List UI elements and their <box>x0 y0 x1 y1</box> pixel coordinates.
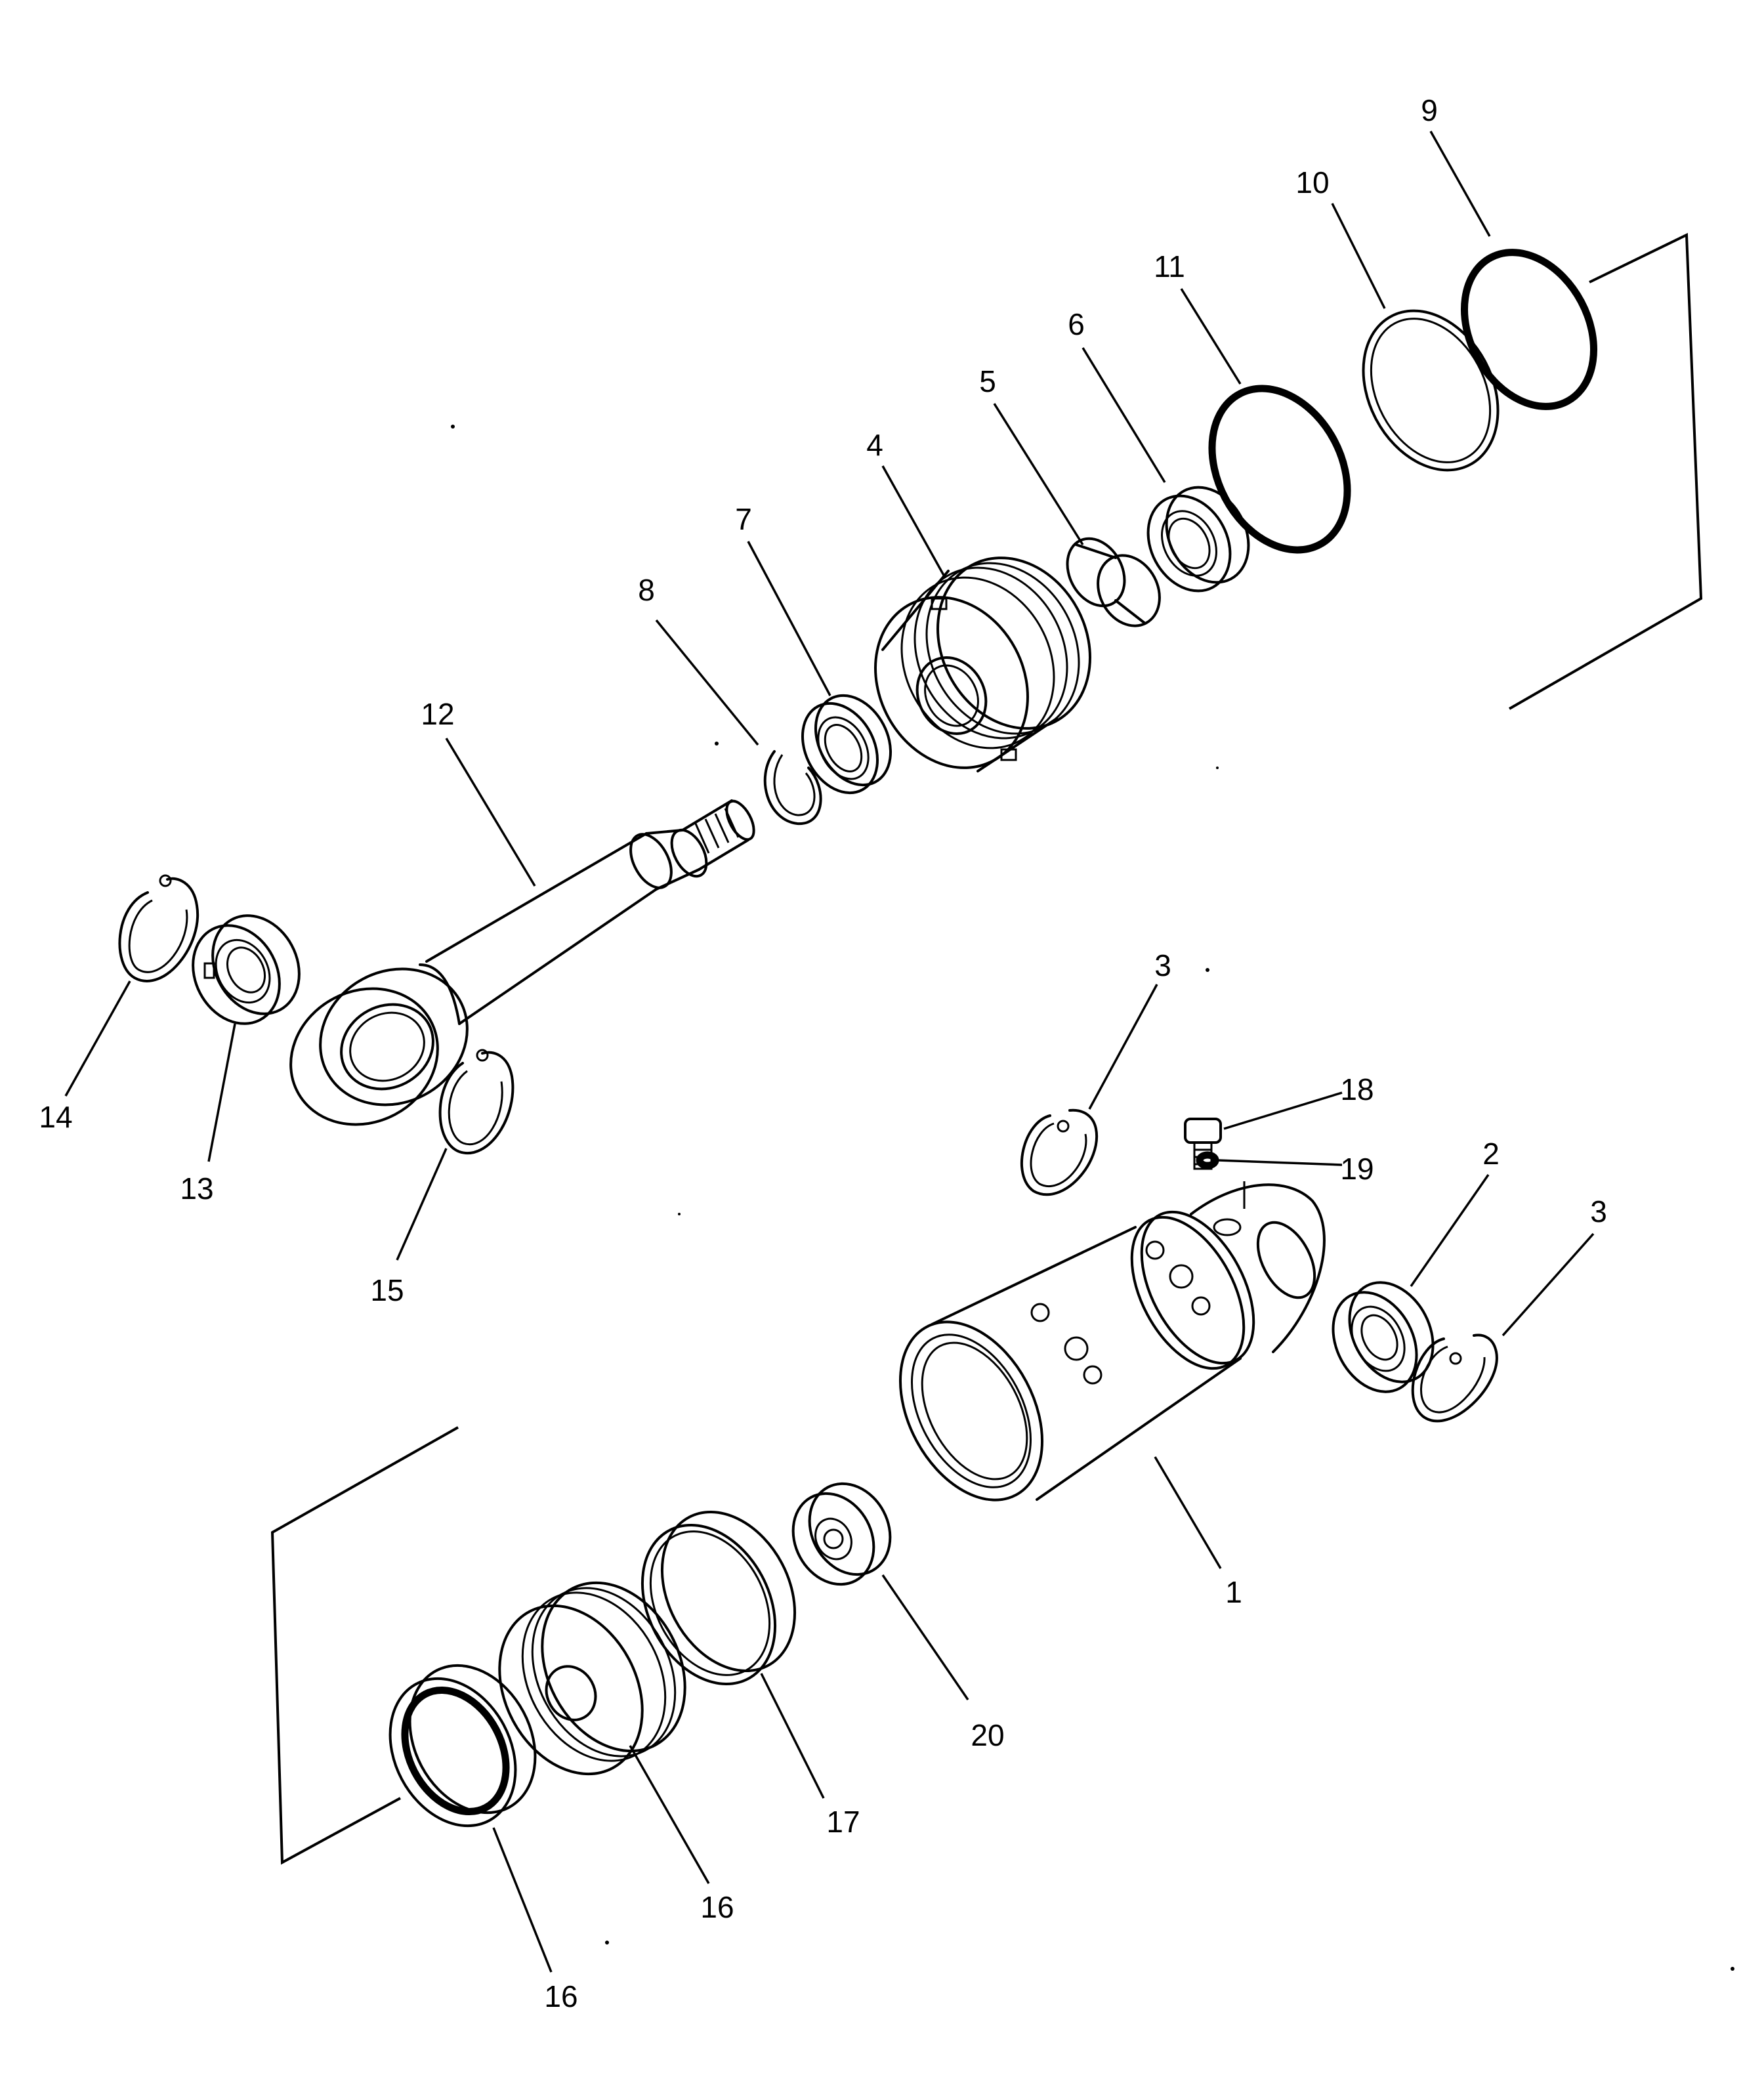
part-2-spherical-bearing <box>1332 1281 1435 1393</box>
bracket-upper <box>1509 232 1703 710</box>
callout-3-upper: 3 <box>1154 948 1171 982</box>
part-7-bushing <box>1066 537 1161 627</box>
callout-18: 16 <box>544 1979 578 2013</box>
callout-16-left: 14 <box>39 1100 72 1134</box>
callout-4: 18 <box>1340 1072 1374 1106</box>
part-3-snap-ring-right <box>1411 1334 1498 1423</box>
callout-14: 12 <box>421 697 454 731</box>
callout-11: 9 <box>1421 93 1438 127</box>
part-1-cylinder-tube <box>898 1181 1326 1502</box>
part-18-seal-ring <box>388 1664 537 1828</box>
callout-15: 13 <box>180 1171 213 1206</box>
part-8-bearing <box>1146 486 1250 593</box>
part-16-snap-ring-right <box>438 1049 514 1154</box>
part-11-o-ring <box>1460 249 1598 410</box>
callout-8: 6 <box>1068 307 1085 341</box>
callout-16-right: 15 <box>370 1273 404 1307</box>
callout-6: 4 <box>866 428 883 462</box>
callout-numbers: 9 10 11 6 5 4 7 8 12 14 13 15 3 18 19 2 … <box>39 93 1606 2013</box>
part-20-nut <box>791 1482 892 1586</box>
callout-3-right: 3 <box>1590 1194 1607 1229</box>
part-19-wear-ring <box>640 1511 797 1685</box>
part-14-piston-rod <box>289 799 755 1126</box>
callout-10: 8 <box>638 573 655 607</box>
scan-specks <box>451 425 1734 1971</box>
part-10-snap-ring <box>763 750 822 826</box>
callout-1: 1 <box>1225 1575 1242 1609</box>
callout-7: 5 <box>979 364 996 398</box>
leader-lines <box>64 131 1595 1973</box>
bracket-lower <box>270 1426 459 1865</box>
callout-9: 7 <box>735 502 752 536</box>
callout-5: 19 <box>1340 1152 1374 1186</box>
callout-20: 20 <box>971 1718 1004 1752</box>
part-15-spherical-bearing <box>192 914 301 1025</box>
part-13-o-ring <box>1208 385 1351 554</box>
callout-19: 17 <box>826 1805 860 1839</box>
part-5-o-ring-small <box>1196 1151 1219 1169</box>
callout-12: 10 <box>1295 165 1329 200</box>
part-3-snap-ring-upper <box>1020 1108 1099 1196</box>
part-12-backup-ring <box>1362 309 1500 472</box>
callout-2: 2 <box>1482 1137 1500 1171</box>
part-16-snap-ring-left <box>118 874 200 982</box>
callout-17: 16 <box>700 1890 734 1924</box>
callout-13: 11 <box>1154 249 1185 284</box>
part-9-bearing <box>801 694 892 795</box>
part-6-gland <box>874 557 1091 772</box>
